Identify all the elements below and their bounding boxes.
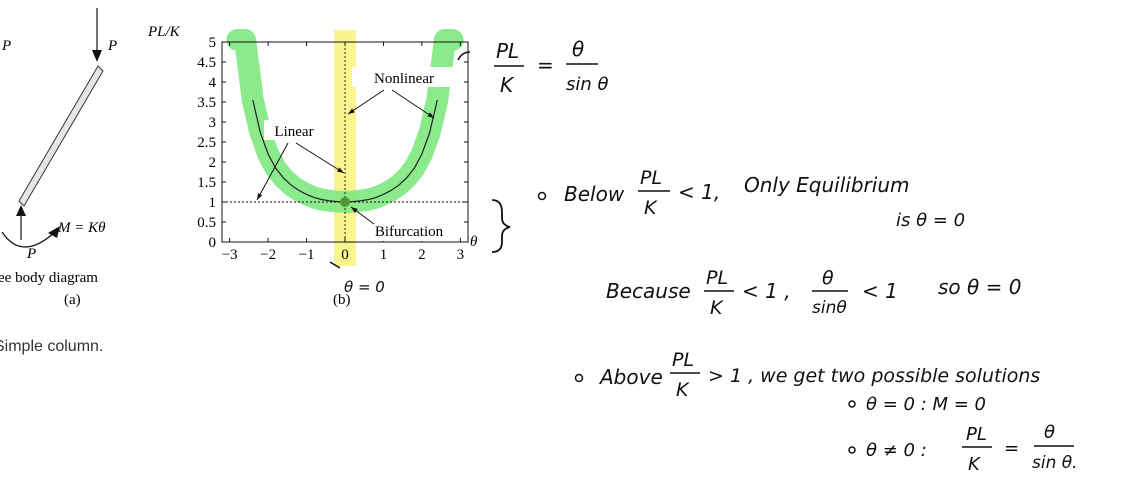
because-num-2: θ xyxy=(822,267,834,289)
bullet-1-dot xyxy=(537,191,547,201)
bullet-2-pre: Above xyxy=(598,365,663,389)
linear-label: Linear xyxy=(274,124,313,140)
bullet-2-rel: > 1 , we get two possible solutions xyxy=(708,365,1040,387)
y-tick-label: 2.5 xyxy=(197,135,216,151)
reaction-arrowhead xyxy=(16,205,26,216)
bullet-1-sub: is θ = 0 xyxy=(896,210,965,231)
bifurcation-label: Bifurcation xyxy=(375,224,444,240)
y-tick-label: 0.5 xyxy=(197,215,216,231)
x-axis-label: θ xyxy=(470,234,478,250)
y-tick-label: 4.5 xyxy=(197,55,216,71)
x-tick-label: 2 xyxy=(418,247,426,263)
bullet-1-num: PL xyxy=(640,167,662,189)
case-2-eq: = xyxy=(1004,438,1019,459)
case-1-dot xyxy=(848,400,856,408)
linear-arrow-left xyxy=(256,142,289,201)
handwritten-notes: θ = 0 PL K = θ sin θ Below PL K < 1, Onl… xyxy=(329,37,1078,475)
nonlinear-arrow-left xyxy=(347,89,385,115)
y-tick-label: 1.5 xyxy=(197,175,216,191)
eq-top-rnum: θ xyxy=(572,37,584,61)
x-tick-label: −3 xyxy=(222,247,238,263)
diagram-sublabel: (a) xyxy=(64,292,81,308)
case-2-pre: θ ≠ 0 : xyxy=(866,440,927,461)
bullet-1-post: Only Equilibrium xyxy=(744,173,909,197)
bifurcation-point xyxy=(340,197,350,207)
nonlinear-arrow-left-head xyxy=(348,108,355,114)
because-word: Because xyxy=(606,279,691,303)
linear-arrow-left-head xyxy=(257,193,263,200)
nonlinear-arrow-right-head xyxy=(427,112,435,118)
moment-label: M = Kθ xyxy=(57,220,106,236)
x-tick-label: −2 xyxy=(260,247,276,263)
because-post: so θ = 0 xyxy=(938,275,1021,299)
bullet-2-dot xyxy=(574,373,584,383)
bullet-1-den: K xyxy=(644,197,658,219)
y-tick-label: 3 xyxy=(209,115,217,131)
theta-zero-note: θ = 0 xyxy=(344,278,385,296)
pointer-tick xyxy=(329,261,341,269)
load-label-top: P xyxy=(107,38,117,54)
bullet-2-num: PL xyxy=(672,349,694,371)
linear-arrow-right xyxy=(295,142,345,174)
nonlinear-label-bg xyxy=(352,67,456,87)
y-axis-label: PL/K xyxy=(147,24,181,40)
eq-top-rden: sin θ xyxy=(566,74,609,95)
load-arrowhead-top xyxy=(92,50,102,62)
y-tick-label: 3.5 xyxy=(197,95,216,111)
case-2-dot xyxy=(848,446,856,454)
case-2-rnum: θ xyxy=(1044,422,1055,443)
free-body-diagram: P P P M = Kθ ee body diagram (a) Simple … xyxy=(0,8,117,355)
because-den-2: sinθ xyxy=(812,298,847,318)
case-2-num: PL xyxy=(966,424,987,445)
linear-arrow-right-head xyxy=(337,167,344,173)
x-tick-label: 3 xyxy=(457,247,465,263)
column-bar xyxy=(18,65,104,207)
eq-top-equals: = xyxy=(537,53,554,77)
curve-layer xyxy=(252,99,438,207)
moment-arrowhead xyxy=(48,226,60,238)
y-tick-label: 0 xyxy=(209,235,217,251)
x-tick-label: −1 xyxy=(299,247,315,263)
y-tick-label: 5 xyxy=(209,35,217,51)
bifurcation-label-bg xyxy=(364,221,454,241)
bullet-1-pre: Below xyxy=(564,182,625,206)
linear-label-bg xyxy=(264,120,324,140)
eq-top-num: PL xyxy=(496,39,519,63)
bullet-2-den: K xyxy=(676,379,690,401)
nonlinear-arrow-right xyxy=(391,89,435,119)
y-tick-label: 2 xyxy=(209,155,217,171)
load-label-left: P xyxy=(1,38,11,54)
because-num-1: PL xyxy=(706,267,728,289)
chart-plot: −3 −2 −1 0 1 2 3 0 0.5 1 1.5 2 2.5 3 3.5 4 4.5 5 Nonlinea… xyxy=(147,24,478,308)
eq-top-den: K xyxy=(500,73,515,97)
moment-arc xyxy=(1,231,56,248)
bifurcation-arrow-head xyxy=(351,207,358,213)
y-tick-label: 1 xyxy=(209,195,217,211)
case-1: θ = 0 : M = 0 xyxy=(866,394,986,415)
y-tick-label: 4 xyxy=(209,75,217,91)
diagram-caption: ee body diagram xyxy=(0,270,98,286)
because-rel-2: < 1 xyxy=(862,279,898,303)
case-2-den: K xyxy=(968,454,981,475)
figure-caption: Simple column. xyxy=(0,338,103,355)
case-2-rden: sin θ. xyxy=(1032,453,1078,473)
brace-mark xyxy=(491,199,511,253)
pointer-stroke xyxy=(457,51,471,61)
tick-layer: −3 −2 −1 0 1 2 3 0 0.5 1 1.5 2 2.5 3 3.5 4 4.5 5 xyxy=(197,35,468,263)
reference-lines xyxy=(222,42,468,242)
x-tick-label: 0 xyxy=(341,247,349,263)
nonlinear-label: Nonlinear xyxy=(374,71,434,87)
chart-sublabel: (b) xyxy=(333,292,351,308)
because-den-1: K xyxy=(710,297,724,319)
because-rel-1: < 1 , xyxy=(742,279,791,303)
x-tick-label: 1 xyxy=(380,247,388,263)
bullet-1-rel: < 1, xyxy=(678,180,720,204)
load-label-bottom: P xyxy=(26,246,36,262)
